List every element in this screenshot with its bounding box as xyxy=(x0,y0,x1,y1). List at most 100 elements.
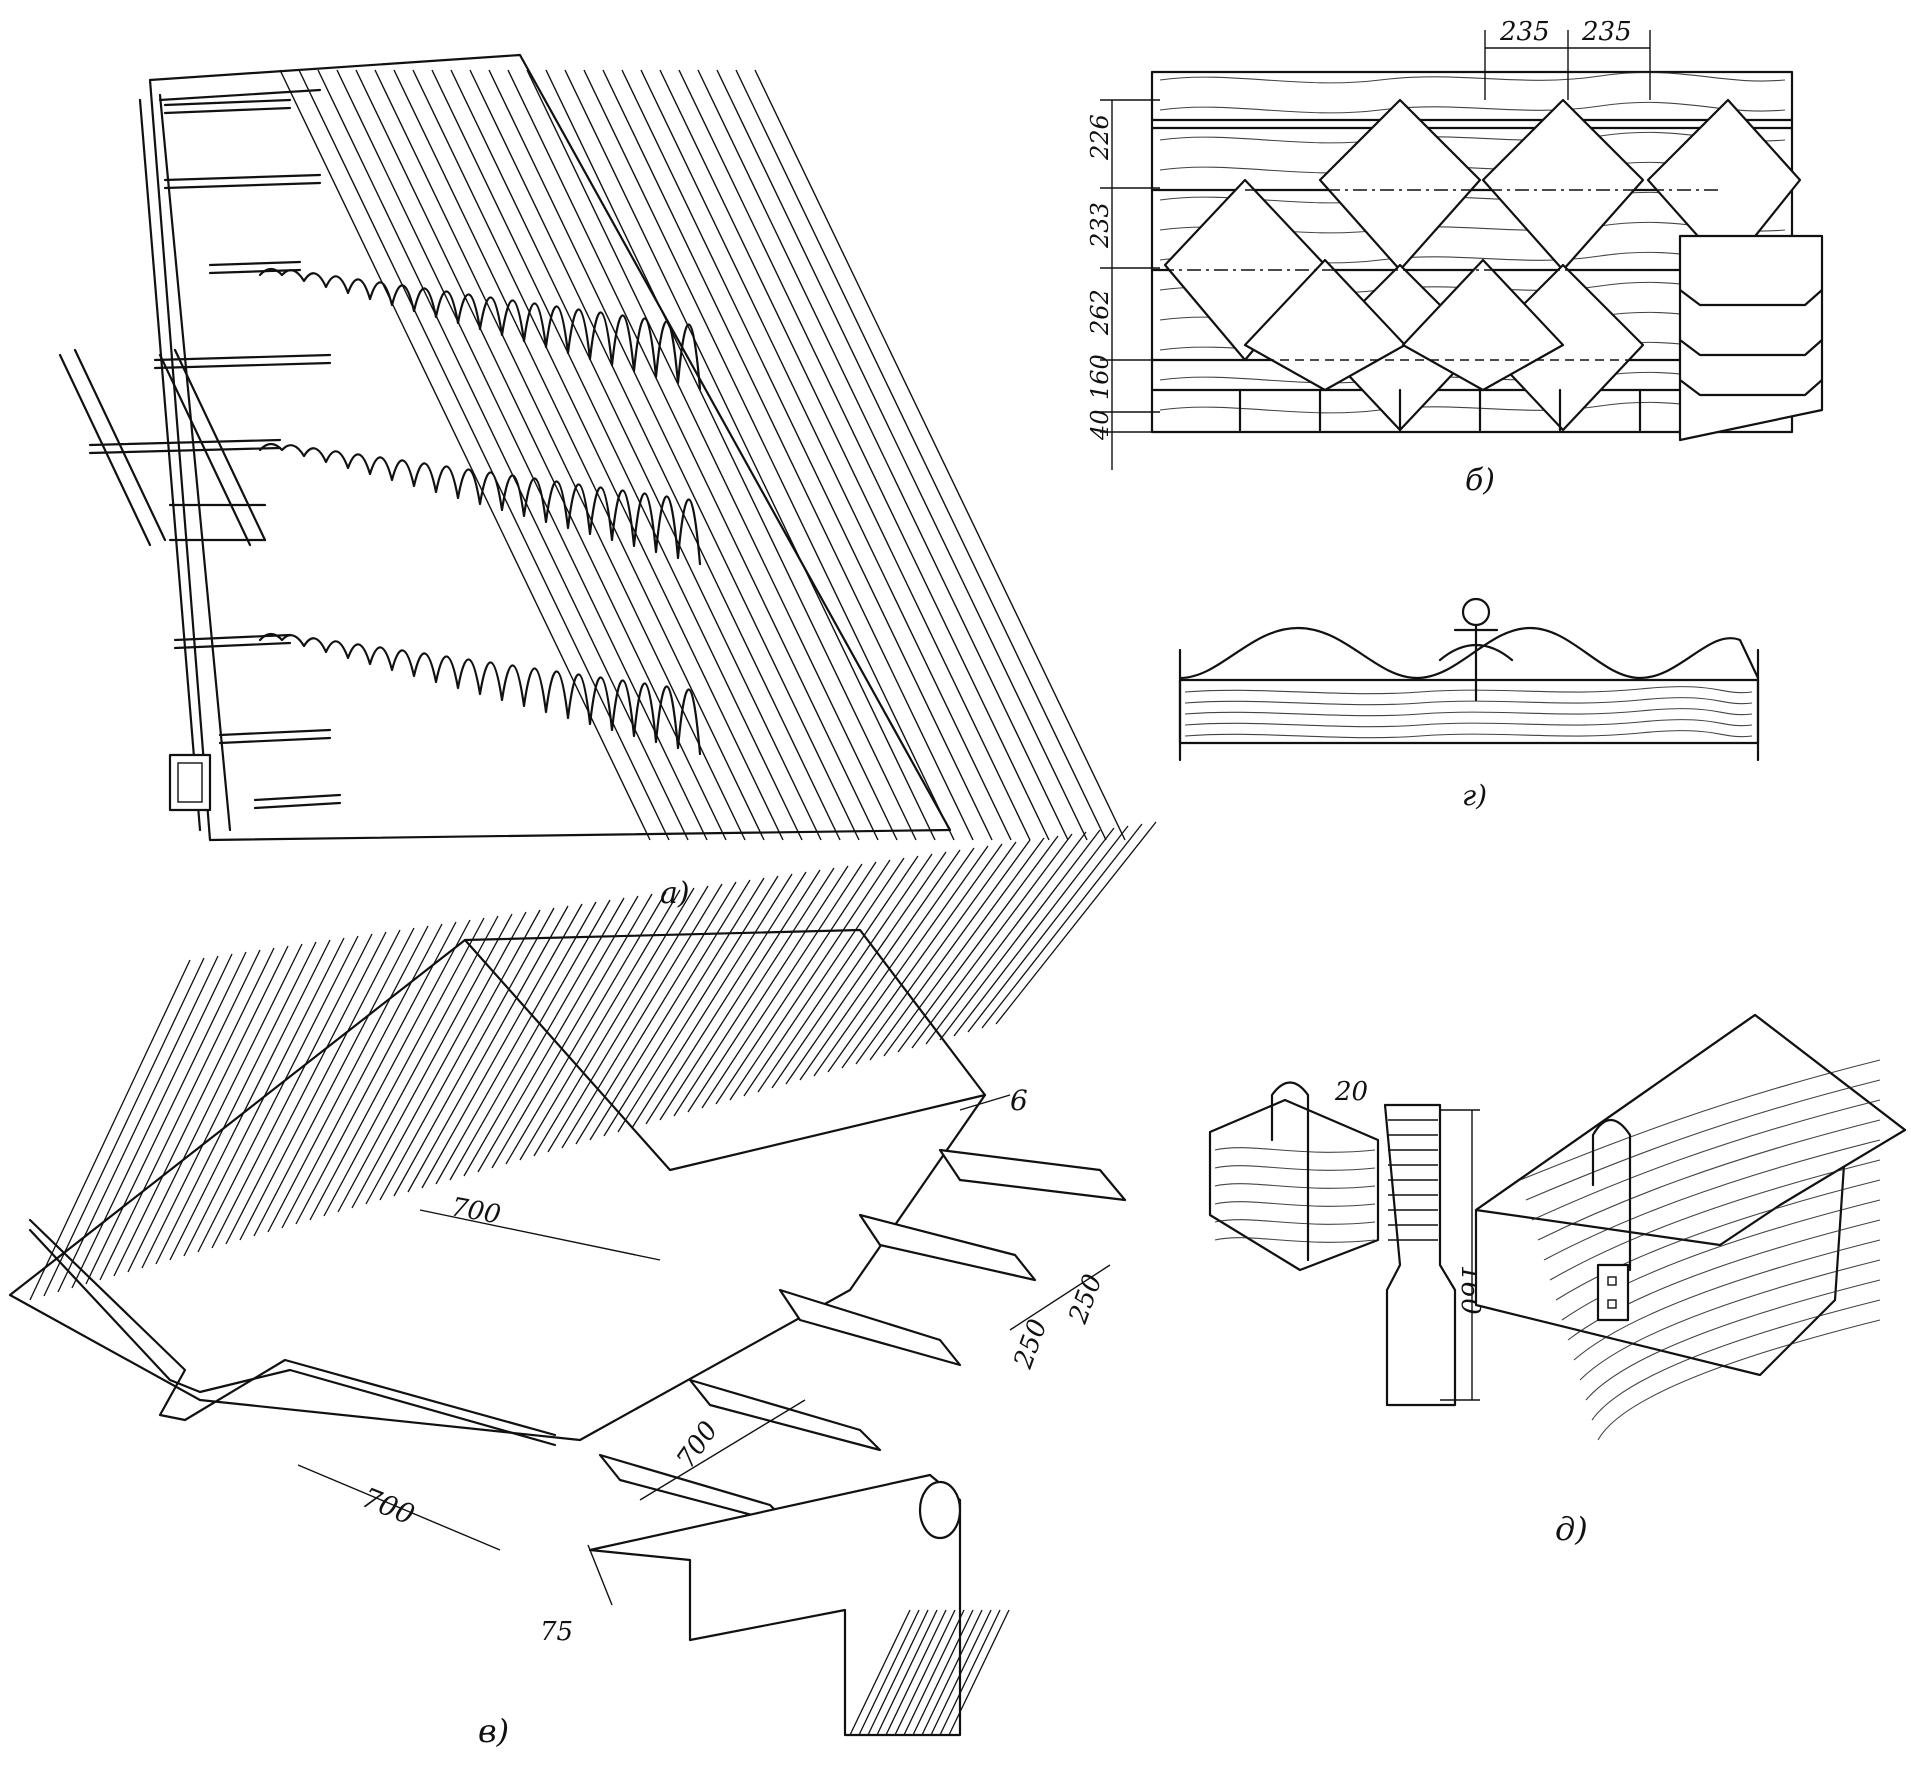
hatch-line xyxy=(921,1609,983,1736)
grain-line xyxy=(1214,1237,1376,1243)
hatch-line xyxy=(431,69,803,841)
grain-line xyxy=(1214,1183,1376,1189)
grain-line xyxy=(1531,1099,1881,1221)
grain-line xyxy=(1159,71,1786,84)
hatch-line xyxy=(57,955,219,1293)
hatch-line xyxy=(239,929,401,1241)
hatch-line xyxy=(309,919,471,1221)
hatch-line xyxy=(155,941,317,1265)
hatch-line xyxy=(841,843,1003,1069)
hatch-line xyxy=(849,1609,911,1736)
grain-line xyxy=(1184,719,1753,728)
hatch-line xyxy=(545,69,917,841)
batten-section xyxy=(1178,678,1760,745)
dim-235-right: 235 xyxy=(1581,17,1632,47)
roof-upper xyxy=(463,928,987,1172)
hatch-line xyxy=(393,69,765,841)
hatch-line xyxy=(583,69,955,841)
hatch-line xyxy=(141,943,303,1269)
hatch-line xyxy=(71,953,233,1289)
hatch-line xyxy=(561,883,723,1149)
hatch-line xyxy=(281,923,443,1229)
hatch-line xyxy=(948,1609,1010,1736)
hatch-line xyxy=(507,69,879,841)
panel-v-sheet-roof-eave: 700 700 700 6 250 250 75 в) xyxy=(8,821,1157,1750)
purlins xyxy=(598,1148,1127,1527)
dim-160: 160 xyxy=(1086,354,1114,400)
hatch-line xyxy=(930,1609,992,1736)
hatch-line xyxy=(687,865,849,1113)
dim-235-left: 235 xyxy=(1499,17,1550,47)
grain-line xyxy=(258,632,702,756)
hook-right xyxy=(1591,1118,1632,1272)
hatch-line xyxy=(799,849,961,1081)
dim-700-mid: 700 xyxy=(671,1416,724,1474)
hatch-line xyxy=(575,881,737,1145)
hatch-line xyxy=(869,839,1031,1061)
hatch-line xyxy=(351,913,513,1209)
hatch-line xyxy=(894,1609,956,1736)
hatch-line xyxy=(564,69,936,841)
grain-line xyxy=(1597,1319,1881,1441)
hatch-line xyxy=(169,939,331,1261)
hatch-line xyxy=(317,69,689,841)
grain-line xyxy=(1591,1299,1881,1421)
grain-line xyxy=(1561,1199,1881,1321)
hatch-line xyxy=(967,825,1129,1033)
hatch-line xyxy=(450,69,822,841)
hatch-line xyxy=(867,1609,929,1736)
panel-g-profile: г) xyxy=(1178,597,1760,812)
hatch-line xyxy=(183,937,345,1257)
hatch-line xyxy=(379,909,541,1201)
hatch-line xyxy=(412,69,784,841)
bolt-fastener xyxy=(1438,597,1514,702)
corrugated-sheets xyxy=(258,69,1126,841)
sheet-corrugation-hatch xyxy=(29,821,1157,1301)
label-6: 6 xyxy=(1010,1084,1028,1117)
hatch-line xyxy=(173,641,292,650)
hatch-line xyxy=(153,353,332,362)
hatch-line xyxy=(477,895,639,1173)
hatch-line xyxy=(253,801,342,810)
dim-226: 226 xyxy=(1086,114,1114,161)
hatch-line xyxy=(163,98,292,107)
hatch-line xyxy=(697,69,1069,841)
hatch-line xyxy=(827,845,989,1073)
caption-g: г) xyxy=(1462,779,1487,812)
hatch-line xyxy=(323,917,485,1217)
hatch-line xyxy=(953,827,1115,1037)
grain-line xyxy=(1543,1139,1881,1261)
caption-d: д) xyxy=(1555,1510,1588,1548)
hatch-line xyxy=(99,949,261,1281)
hatch-line xyxy=(267,925,429,1233)
hatch-line xyxy=(757,855,919,1093)
hatch-line xyxy=(715,861,877,1105)
hatch-line xyxy=(981,823,1143,1029)
hatch-line xyxy=(113,947,275,1277)
hatch-line xyxy=(903,1609,965,1736)
hatch-line xyxy=(939,829,1101,1041)
panel-b-diamond-slate: 235 235 226 233 262 160 40 б) xyxy=(1086,17,1824,498)
grain-line xyxy=(1585,1279,1881,1401)
panel-d-hooks: 20 160 д) xyxy=(1208,1013,1907,1548)
grain-line xyxy=(1184,697,1753,706)
hatch-line xyxy=(127,945,289,1273)
grain-line xyxy=(1184,708,1753,717)
hatch-line xyxy=(897,835,1059,1053)
grain-line xyxy=(1214,1165,1376,1171)
hatch-line xyxy=(225,931,387,1245)
hatch-line xyxy=(519,889,681,1161)
hatch-line xyxy=(876,1609,938,1736)
hook-left xyxy=(1270,1081,1310,1262)
hatch-line xyxy=(645,871,807,1125)
hatch-line xyxy=(771,853,933,1089)
hatch-line xyxy=(603,877,765,1137)
hatch-line xyxy=(421,903,583,1189)
hatch-line xyxy=(912,1609,974,1736)
hatch-line xyxy=(673,867,835,1117)
dim-250-b: 250 xyxy=(1063,1270,1109,1328)
hatch-line xyxy=(925,831,1087,1045)
hatch-line xyxy=(754,69,1126,841)
hatch-line xyxy=(407,905,569,1193)
